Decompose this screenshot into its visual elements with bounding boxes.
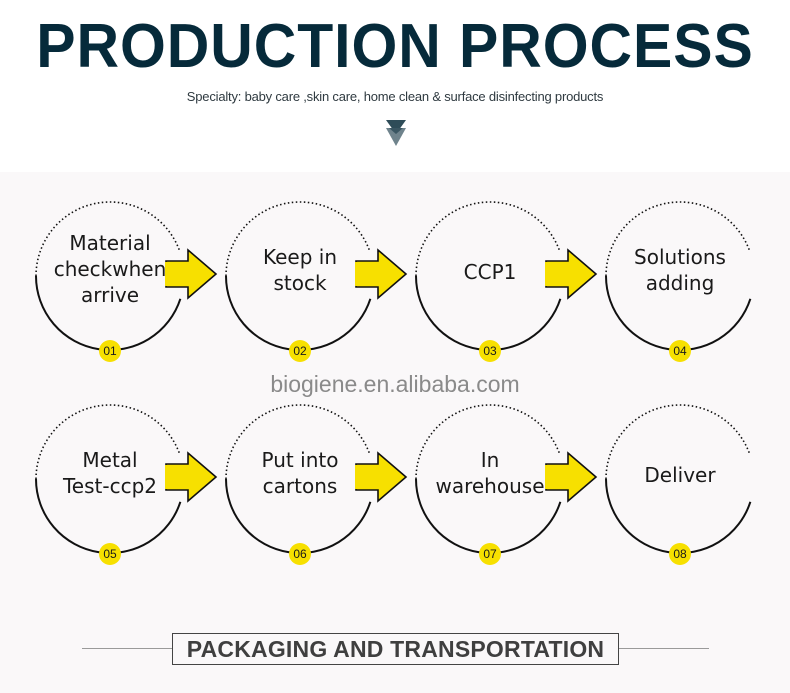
watermark: biogiene.en.alibaba.com — [270, 371, 520, 397]
step-circle-dotted-arc — [415, 404, 561, 480]
double-chevron-down-icon — [386, 120, 406, 146]
step-circle-solid-arc — [35, 478, 182, 554]
section-heading-packaging: PACKAGING AND TRANSPORTATION — [172, 633, 619, 665]
arrow-right-icon — [355, 248, 408, 300]
step-circle-dotted-arc — [225, 201, 371, 277]
header: PRODUCTION PROCESS Specialty: baby care … — [0, 0, 790, 172]
step-circle-dotted-arc — [35, 404, 181, 480]
step-label-line: arrive — [80, 283, 140, 307]
step-circle-dotted-arc — [415, 201, 561, 277]
step-label-line: Keep in — [262, 245, 337, 269]
step-label-line: Metal — [82, 448, 138, 472]
step-01 — [35, 201, 218, 351]
page-title: PRODUCTION PROCESS — [36, 12, 754, 81]
step-number-badge: 02 — [289, 340, 311, 362]
step-label-line: stock — [273, 271, 327, 295]
step-label-line: Solutions — [634, 245, 726, 269]
step-number-badge: 03 — [479, 340, 501, 362]
step-circle-solid-arc — [415, 478, 562, 554]
step-03 — [415, 201, 598, 351]
step-number-badge: 07 — [479, 543, 501, 565]
step-label-line: Put into — [261, 448, 339, 472]
step-08 — [605, 404, 752, 554]
step-circle-dotted-arc — [225, 404, 371, 480]
step-circle-dotted-arc — [605, 201, 751, 277]
footer-divider-right — [617, 648, 709, 649]
step-label-line: In — [480, 448, 500, 472]
step-number-badge: 08 — [669, 543, 691, 565]
step-number-badge: 01 — [99, 340, 121, 362]
arrow-right-icon — [545, 451, 598, 503]
step-label-line: warehouse — [435, 474, 545, 498]
footer-divider-left — [82, 648, 174, 649]
step-05 — [35, 404, 218, 554]
step-circle-solid-arc — [415, 275, 562, 351]
step-circle-solid-arc — [605, 275, 752, 351]
step-circle-solid-arc — [35, 275, 182, 351]
page-subtitle: Specialty: baby care ,skin care, home cl… — [186, 89, 604, 104]
step-circle-solid-arc — [225, 275, 372, 351]
step-07 — [415, 404, 598, 554]
step-04 — [605, 201, 752, 351]
step-circle-dotted-arc — [605, 404, 751, 480]
step-label-line: Test-ccp2 — [62, 474, 157, 498]
step-number-badge: 05 — [99, 543, 121, 565]
step-label-line: Deliver — [644, 463, 716, 487]
step-circle-solid-arc — [225, 478, 372, 554]
arrow-right-icon — [165, 451, 218, 503]
step-circle-solid-arc — [605, 478, 752, 554]
arrow-right-icon — [545, 248, 598, 300]
step-label-line: Material — [69, 231, 151, 255]
process-panel — [0, 172, 790, 693]
arrow-right-icon — [355, 451, 408, 503]
step-circle-dotted-arc — [35, 201, 181, 277]
step-number-badge: 06 — [289, 543, 311, 565]
step-number-badge: 04 — [669, 340, 691, 362]
step-label-03: CCP1 — [415, 259, 565, 285]
step-label-line: checkwhen — [53, 257, 167, 281]
step-06 — [225, 404, 408, 554]
step-label-line: CCP1 — [463, 260, 517, 284]
step-02 — [225, 201, 408, 351]
step-label-line: cartons — [262, 474, 338, 498]
step-label-line: adding — [645, 271, 715, 295]
arrow-right-icon — [165, 248, 218, 300]
step-label-08: Deliver — [605, 462, 755, 488]
